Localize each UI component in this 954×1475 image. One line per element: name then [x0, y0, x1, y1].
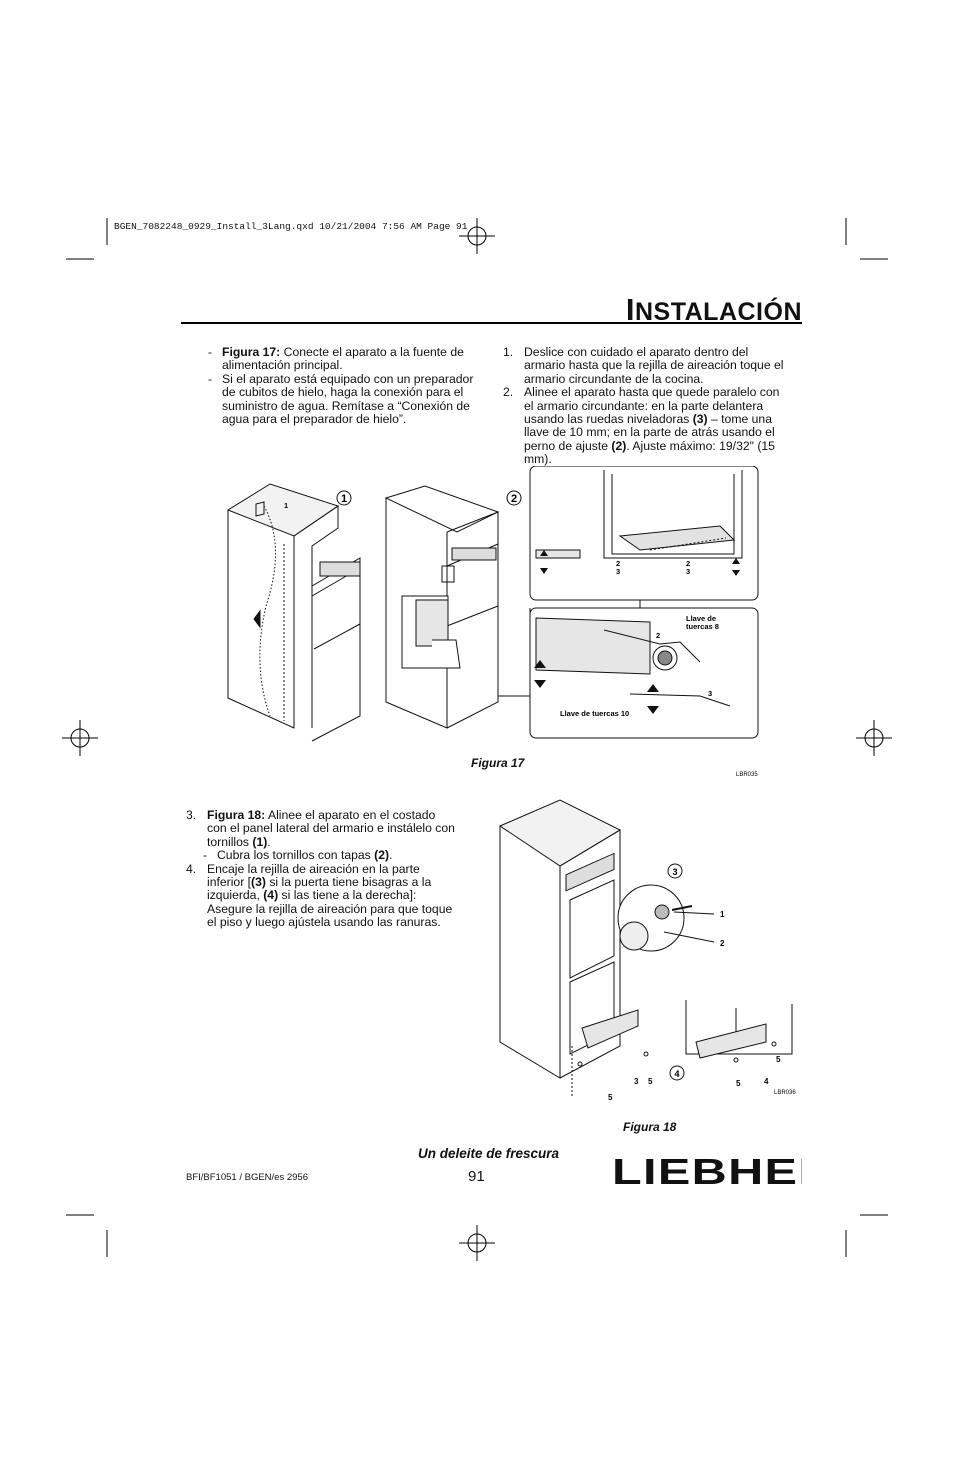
figure-17-caption: Figura 17 [471, 756, 525, 770]
lower-steps: 3. Figura 18: Alinee el aparato en el co… [186, 808, 456, 930]
tagline: Un deleite de frescura [418, 1146, 560, 1161]
figure-17-code: LBR035 [736, 772, 758, 778]
label-2b: 2 [686, 559, 690, 568]
f18-label-5d: 5 [776, 1055, 781, 1064]
intro-list: - Figura 17: Conecte el aparato a la fue… [208, 345, 490, 427]
list-item: - Cubra los tornillos con tapas (2). [203, 848, 393, 863]
file-info: BGEN_7082248_0929_Install_3Lang.qxd 10/2… [114, 221, 468, 232]
figure-18-caption: Figura 18 [623, 1120, 677, 1134]
figure-17: 1 2 1 2 3 2 3 2 3 Llave de tuercas 8 Lla… [226, 466, 759, 778]
list-item: - Figura 17: Conecte el aparato a la fue… [208, 345, 464, 373]
figure-18: 3 4 1 2 3 5 5 5 4 5 LBR036 [498, 799, 796, 1102]
list-item: 4. Encaje la rejilla de aireación en la … [186, 861, 453, 930]
doc-code: BFI/BF1051 / BGEN/es 2956 [186, 1172, 308, 1183]
f18-label-3: 3 [634, 1077, 639, 1086]
list-item: 2. Alinee el aparato hasta que quede par… [503, 385, 780, 467]
list-item: - Si el aparato está equipado con un pre… [208, 371, 474, 427]
f18-label-5a: 5 [648, 1077, 653, 1086]
callout-1: 1 [341, 493, 347, 505]
figure-18-code: LBR036 [774, 1090, 796, 1096]
wrench-8-label: Llave de tuercas 8 [686, 614, 719, 631]
f18-label-5b: 5 [608, 1093, 613, 1102]
f18-label-4: 4 [764, 1077, 769, 1086]
callout-3: 3 [672, 867, 677, 877]
wrench-10-label: Llave de tuercas 10 [560, 709, 629, 718]
page-title: INSTALACIÓN [625, 292, 802, 327]
f18-label-1: 1 [720, 910, 725, 919]
label-2a: 2 [616, 559, 620, 568]
f18-label-2: 2 [720, 939, 725, 948]
label-3a: 3 [616, 567, 620, 576]
label-3: 3 [708, 689, 712, 698]
page-number: 91 [468, 1168, 485, 1185]
brand-logo: LIEBHERR [612, 1151, 802, 1187]
list-item: 1. Deslice con cuidado el aparato dentro… [503, 345, 784, 386]
label-2: 2 [656, 631, 660, 640]
steps-list: 1. Deslice con cuidado el aparato dentro… [503, 345, 788, 467]
callout-2: 2 [511, 493, 517, 505]
list-item: 3. Figura 18: Alinee el aparato en el co… [186, 808, 455, 849]
f18-label-5c: 5 [736, 1079, 741, 1088]
title-rule [181, 322, 802, 324]
callout-4: 4 [674, 1069, 679, 1079]
label-3b: 3 [686, 567, 690, 576]
label-1: 1 [284, 501, 288, 510]
